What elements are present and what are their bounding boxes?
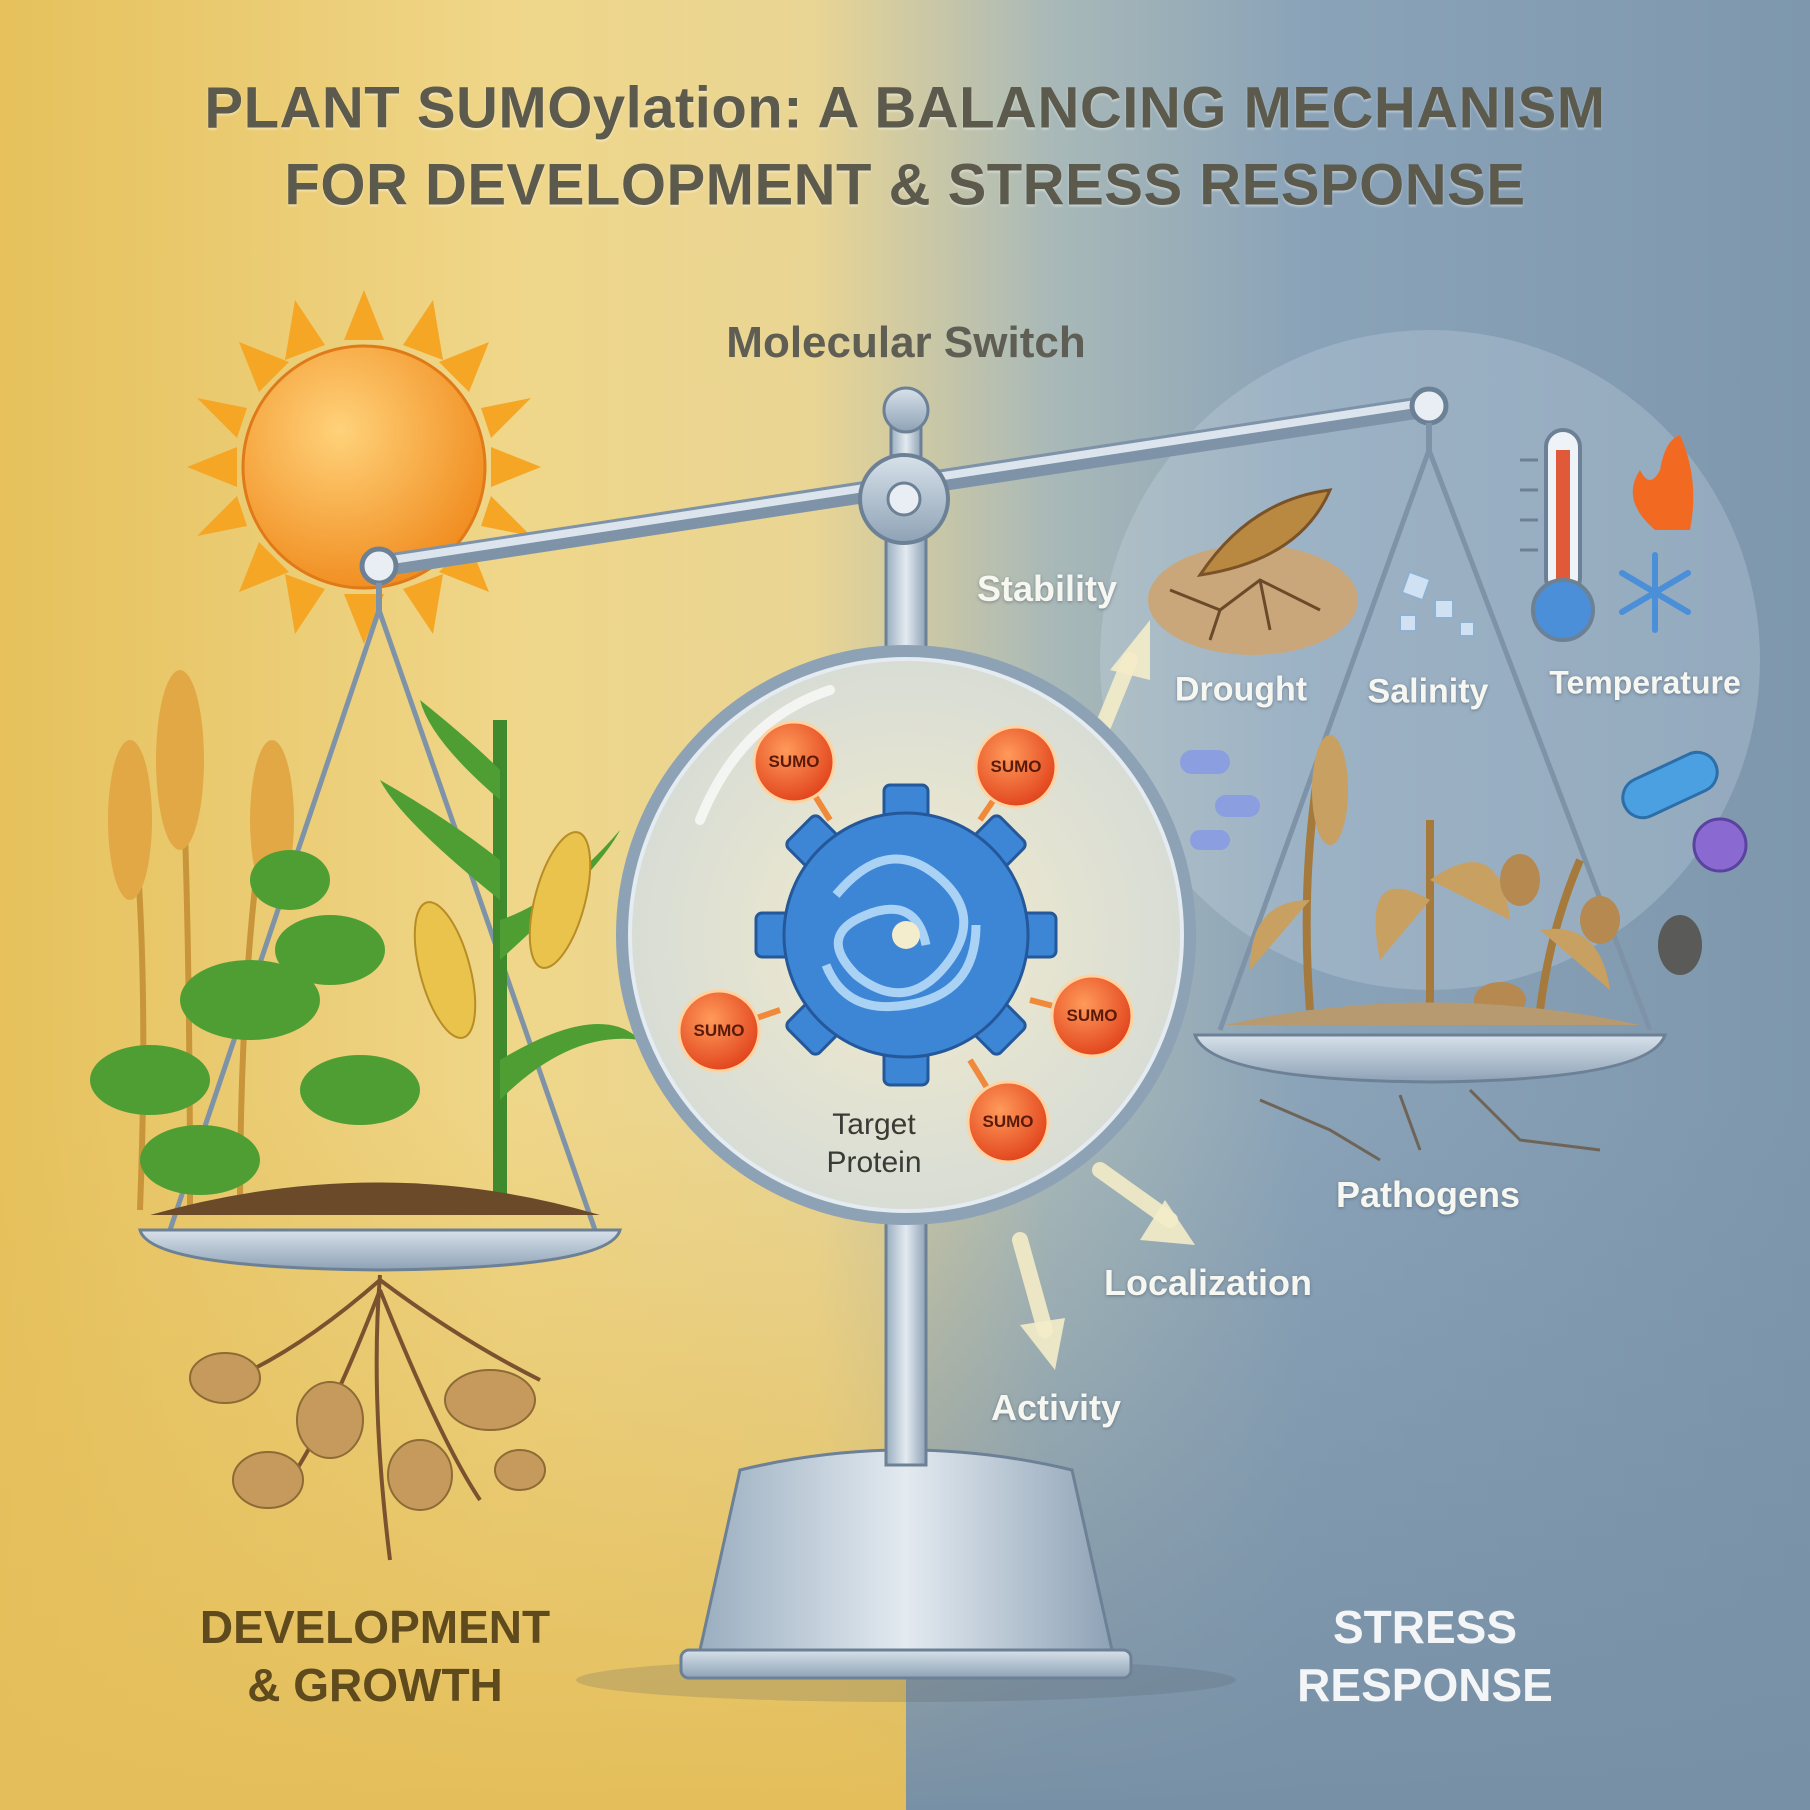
localization-label: Localization [1103,1262,1313,1303]
roots-tubers [189,1274,546,1561]
development-label-line-2: & GROWTH [247,1659,503,1711]
target-protein-gear [754,783,1058,1087]
sumo-label: SUMO [982,1112,1034,1131]
sumo-label: SUMO [1066,1006,1118,1025]
molecular-switch-label: Molecular Switch [726,318,1086,367]
salinity-label: Salinity [1367,672,1489,711]
crop-plants [90,670,640,1215]
fire-icon [1632,435,1694,530]
sumo-node [974,725,1058,809]
sumo-node [1050,974,1134,1058]
stress-background [906,1100,1810,1810]
thermometer-icon [1520,428,1595,642]
sun-icon [187,290,541,644]
pathogens-icon [1180,750,1748,975]
stress-label-line-1: STRESS [1332,1601,1518,1653]
stress-label-line-2: RESPONSE [1297,1659,1553,1711]
title-line-2: FOR DEVELOPMENT & STRESS RESPONSE [284,152,1526,218]
activity-label: Activity [990,1387,1122,1428]
development-label-line-1: DEVELOPMENT [199,1601,551,1653]
title-line-1: PLANT SUMOylation: A BALANCING MECHANISM [204,75,1606,141]
sumo-node [752,720,836,804]
protein-label: Protein [826,1146,922,1179]
left-pan [138,1228,622,1272]
temperature-label: Temperature [1549,664,1741,701]
sumo-node [966,1080,1050,1164]
stability-label: Stability [976,568,1118,609]
sumo-label: SUMO [768,752,820,771]
stand-base [698,1448,1114,1652]
drought-label: Drought [1174,670,1308,709]
stressed-plants [1225,735,1640,1025]
salinity-icon [1399,570,1475,637]
target-label: Target [832,1108,916,1141]
sumo-label: SUMO [990,757,1042,776]
drought-icon [1148,488,1358,655]
sumo-node [677,989,761,1073]
right-pan [1192,1033,1668,1084]
snowflake-icon [1619,552,1691,633]
pathogens-label: Pathogens [1335,1174,1521,1215]
stress-halo [1100,330,1760,990]
sumo-label: SUMO [693,1021,745,1040]
